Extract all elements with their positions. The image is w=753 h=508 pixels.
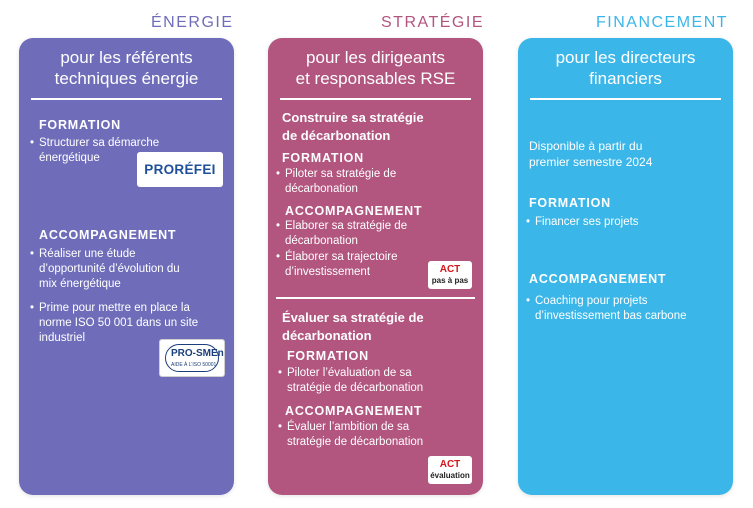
bullet-dot: • bbox=[30, 137, 35, 149]
financement-column-title: FINANCEMENT bbox=[596, 14, 729, 31]
header-line: pour les référents bbox=[60, 48, 193, 67]
strategie-card: pour les dirigeants et responsables RSE … bbox=[268, 38, 483, 495]
formation-heading: FORMATION bbox=[39, 118, 121, 132]
formation-heading: FORMATION bbox=[287, 349, 369, 363]
energie-card: pour les référents techniques énergie FO… bbox=[19, 38, 234, 495]
prorefei-logo: PRORÉFEI bbox=[137, 152, 223, 187]
bullet-item: • Réaliser une étude d’opportunité d’évo… bbox=[30, 248, 180, 290]
bullet-item: • Piloter sa stratégie de décarbonation bbox=[276, 168, 397, 195]
bullet-item: • Coaching pour projets d’investissement… bbox=[526, 295, 687, 322]
accompagnement-heading: ACCOMPAGNEMENT bbox=[285, 404, 423, 418]
section-title-evaluer: Évaluer sa stratégie de décarbonation bbox=[282, 310, 424, 343]
bullet-dot: • bbox=[276, 168, 281, 180]
financement-card-header: pour les directeurs financiers bbox=[518, 38, 733, 89]
act-pas-a-pas-logo: ACT pas à pas bbox=[428, 261, 472, 289]
formation-heading: FORMATION bbox=[529, 196, 611, 210]
accompagnement-heading: ACCOMPAGNEMENT bbox=[529, 272, 667, 286]
energie-column-title: ÉNERGIE bbox=[151, 14, 234, 31]
bullet-dot: • bbox=[30, 302, 35, 314]
header-line: techniques énergie bbox=[54, 69, 199, 88]
formation-heading: FORMATION bbox=[282, 151, 364, 165]
header-line: et responsables RSE bbox=[295, 69, 456, 88]
section-title-construire: Construire sa stratégie de décarbonation bbox=[282, 110, 424, 143]
bullet-item: • Financer ses projets bbox=[526, 216, 639, 228]
pro-smen-ring bbox=[165, 344, 219, 372]
header-line: pour les dirigeants bbox=[306, 48, 445, 67]
bullet-item: • Piloter l’évaluation de sa stratégie d… bbox=[278, 367, 424, 394]
bullet-item: • Prime pour mettre en place la norme IS… bbox=[30, 302, 199, 344]
bullet-dot: • bbox=[526, 216, 531, 228]
section-separator bbox=[276, 297, 475, 299]
act-evaluation-logo: ACT évaluation bbox=[428, 456, 472, 484]
header-line: financiers bbox=[589, 69, 662, 88]
accompagnement-heading: ACCOMPAGNEMENT bbox=[285, 204, 423, 218]
financement-card: pour les directeurs financiers Disponibl… bbox=[518, 38, 733, 495]
bullet-dot: • bbox=[276, 251, 281, 263]
availability-note: Disponible à partir du premier semestre … bbox=[529, 139, 653, 169]
accompagnement-heading: ACCOMPAGNEMENT bbox=[39, 228, 177, 242]
strategie-card-header: pour les dirigeants et responsables RSE bbox=[268, 38, 483, 89]
bullet-item: • Elaborer sa stratégie de décarbonation bbox=[276, 220, 408, 247]
header-separator bbox=[31, 98, 222, 100]
header-separator bbox=[280, 98, 471, 100]
bullet-item: • Structurer sa démarche énergétique bbox=[30, 137, 160, 164]
bullet-dot: • bbox=[276, 220, 281, 232]
energie-card-header: pour les référents techniques énergie bbox=[19, 38, 234, 89]
strategie-column-title: STRATÉGIE bbox=[381, 14, 484, 31]
header-separator bbox=[530, 98, 721, 100]
header-line: pour les directeurs bbox=[555, 48, 696, 67]
bullet-dot: • bbox=[278, 421, 283, 433]
bullet-item: • Élaborer sa trajectoire d’investisseme… bbox=[276, 251, 398, 278]
bullet-item: • Évaluer l’ambition de sa stratégie de … bbox=[278, 421, 424, 448]
bullet-dot: • bbox=[526, 295, 531, 307]
bullet-dot: • bbox=[278, 367, 283, 379]
pro-smen-logo: PRO-SMEn AIDE À L’ISO 50001 bbox=[159, 339, 225, 377]
bullet-dot: • bbox=[30, 248, 35, 260]
